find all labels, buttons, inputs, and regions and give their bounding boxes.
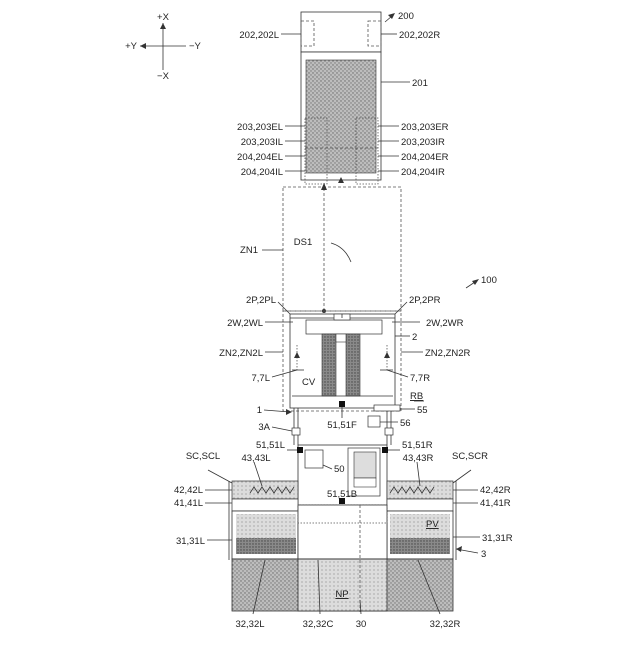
axis-indicator: +X +Y −Y −X [125,12,201,82]
label-32L: 32,32L [235,619,264,630]
label-50: 50 [334,464,345,475]
label-2WR: 2W,2WR [426,318,464,329]
vessel-2 [283,311,401,411]
label-51B: 51,51B [327,489,357,500]
label-43L: 43,43L [241,453,270,464]
label-32R: 32,32R [430,619,461,630]
label-204ER: 204,204ER [401,152,449,163]
label-204IL: 204,204IL [241,167,283,178]
label-rb: RB [410,391,423,402]
label-202R: 202,202R [399,30,440,41]
label-204IR: 204,204IR [401,167,445,178]
label-203IL: 203,203IL [241,137,283,148]
label-ds1: DS1 [294,237,312,248]
label-cv: CV [302,377,316,388]
label-41R: 41,41R [480,498,511,509]
label-200: 200 [398,11,414,22]
label-51R: 51,51R [402,440,433,451]
label-203EL: 203,203EL [237,122,283,133]
label-42L: 42,42L [174,485,203,496]
label-56: 56 [400,418,411,429]
label-2: 2 [412,332,417,343]
label-202L: 202,202L [239,30,279,41]
zone-zn1: ZN1 DS1 [240,183,401,313]
label-zn1: ZN1 [240,245,258,256]
label-3: 3 [481,549,486,560]
label-203IR: 203,203IR [401,137,445,148]
axis-minus-x: −X [157,71,170,82]
label-1: 1 [257,405,262,416]
label-2PR: 2P,2PR [409,295,441,306]
label-30: 30 [356,619,367,630]
label-31L: 31,31L [176,536,205,547]
label-scr: SC,SCR [452,451,488,462]
label-201: 201 [412,78,428,89]
axis-plus-y: +Y [125,41,138,52]
label-43R: 43,43R [403,453,434,464]
label-32C: 32,32C [303,619,334,630]
label-7R: 7,7R [410,373,430,384]
label-31R: 31,31R [482,533,513,544]
label-42R: 42,42R [480,485,511,496]
label-pv: PV [426,519,439,530]
label-55: 55 [417,405,428,416]
axis-minus-y: −Y [189,41,202,52]
label-204EL: 204,204EL [237,152,283,163]
axis-plus-x: +X [157,12,170,23]
label-3A: 3A [258,422,270,433]
label-zn2R: ZN2,ZN2R [425,348,471,359]
component-200 [301,12,381,184]
label-scl: SC,SCL [186,451,220,462]
label-2PL: 2P,2PL [246,295,276,306]
label-2WL: 2W,2WL [227,318,263,329]
label-51L: 51,51L [256,440,285,451]
label-zn2L: ZN2,ZN2L [219,348,263,359]
label-41L: 41,41L [174,498,203,509]
label-51F: 51,51F [327,420,357,431]
label-100: 100 [481,275,497,286]
label-7L: 7,7L [252,373,271,384]
label-np: NP [335,589,348,600]
label-203ER: 203,203ER [401,122,449,133]
